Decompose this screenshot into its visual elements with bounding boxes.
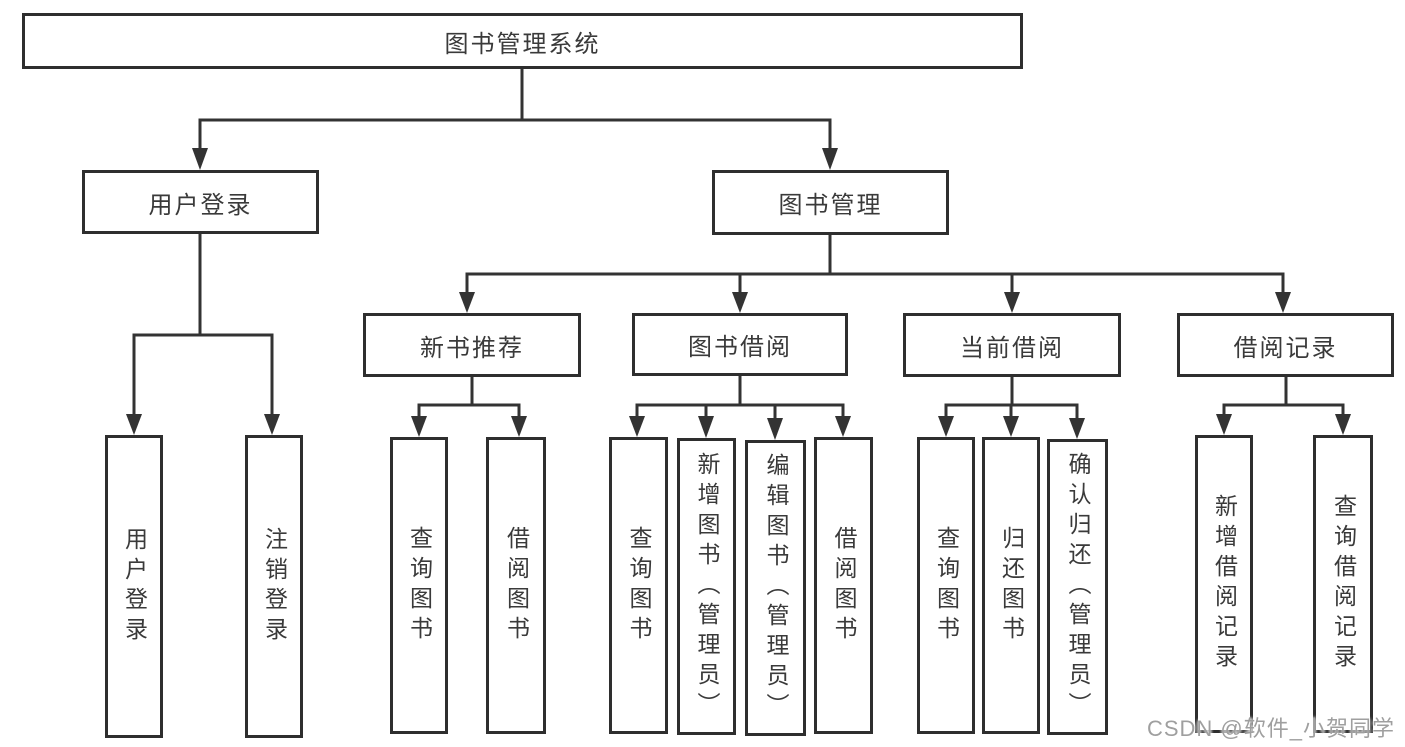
leaf-return-books: 归还图书 bbox=[982, 437, 1040, 734]
leaf-edit-books-admin: 编辑图书（管理员） bbox=[745, 440, 806, 736]
leaf-query-books-borrow-label: 查询图书 bbox=[626, 525, 652, 646]
node-book-borrow: 图书借阅 bbox=[632, 313, 848, 376]
leaf-confirm-return-admin-label: 确认归还（管理员） bbox=[1065, 452, 1091, 722]
node-user-login-label: 用户登录 bbox=[148, 191, 253, 219]
leaf-user-login-label: 用户登录 bbox=[121, 526, 148, 647]
leaf-logout-login-label: 注销登录 bbox=[261, 526, 288, 647]
node-borrow-records-label: 借阅记录 bbox=[1233, 334, 1338, 362]
node-root-library-system: 图书管理系统 bbox=[22, 13, 1023, 69]
node-user-login: 用户登录 bbox=[82, 170, 319, 234]
leaf-add-books-admin-label: 新增图书（管理员） bbox=[694, 451, 720, 722]
leaf-user-login: 用户登录 bbox=[105, 435, 163, 738]
leaf-confirm-return-admin: 确认归还（管理员） bbox=[1047, 439, 1108, 735]
leaf-query-books-recommend: 查询图书 bbox=[390, 437, 448, 734]
leaf-query-books-borrow: 查询图书 bbox=[609, 437, 668, 734]
leaf-query-books-recommend-label: 查询图书 bbox=[406, 525, 433, 646]
node-current-borrow: 当前借阅 bbox=[903, 313, 1121, 377]
leaf-add-borrow-record: 新增借阅记录 bbox=[1195, 435, 1253, 733]
edges-book-borrow-children bbox=[629, 374, 851, 440]
node-new-book-recommend: 新书推荐 bbox=[363, 313, 581, 377]
node-new-book-recommend-label: 新书推荐 bbox=[420, 334, 524, 362]
node-current-borrow-label: 当前借阅 bbox=[960, 334, 1064, 362]
edges-root-to-level2 bbox=[192, 67, 838, 170]
node-book-borrow-label: 图书借阅 bbox=[688, 334, 792, 361]
leaf-add-borrow-record-label: 新增借阅记录 bbox=[1211, 494, 1238, 674]
leaf-borrow-books-recommend: 借阅图书 bbox=[486, 437, 546, 734]
leaf-borrow-books: 借阅图书 bbox=[814, 437, 873, 734]
leaf-edit-books-admin-label: 编辑图书（管理员） bbox=[763, 453, 789, 723]
leaf-logout-login: 注销登录 bbox=[245, 435, 303, 738]
leaf-borrow-books-label: 借阅图书 bbox=[831, 525, 857, 646]
node-book-management-label: 图书管理 bbox=[778, 192, 883, 219]
leaf-query-books-current: 查询图书 bbox=[917, 437, 975, 734]
edges-current-borrow-children bbox=[938, 375, 1085, 439]
edges-user-login-children bbox=[126, 232, 280, 435]
leaf-query-books-current-label: 查询图书 bbox=[933, 525, 960, 646]
csdn-watermark: CSDN @软件_小贺同学 bbox=[1146, 716, 1395, 741]
edges-borrow-records-children bbox=[1216, 375, 1351, 435]
node-book-management: 图书管理 bbox=[712, 170, 949, 235]
leaf-return-books-label: 归还图书 bbox=[998, 525, 1025, 646]
leaf-query-borrow-record: 查询借阅记录 bbox=[1313, 435, 1373, 733]
leaf-query-borrow-record-label: 查询借阅记录 bbox=[1330, 494, 1357, 674]
node-root-label: 图书管理系统 bbox=[444, 30, 601, 58]
edges-book-management-children bbox=[459, 233, 1291, 313]
leaf-borrow-books-recommend-label: 借阅图书 bbox=[503, 525, 530, 646]
leaf-add-books-admin: 新增图书（管理员） bbox=[677, 438, 736, 735]
edges-recommend-children bbox=[411, 375, 527, 437]
node-borrow-records: 借阅记录 bbox=[1177, 313, 1394, 377]
